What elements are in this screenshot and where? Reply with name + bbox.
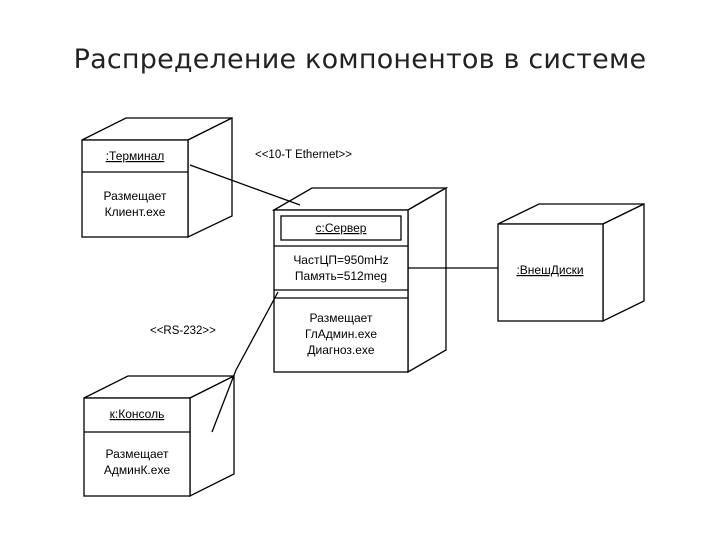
node-console[interactable] xyxy=(83,374,235,498)
ethernet-connection xyxy=(189,164,301,206)
node-external-disks[interactable] xyxy=(497,202,645,323)
ethernet-label: <<10-T Ethernet>> xyxy=(255,149,352,161)
page-title: Распределение компонентов в системе xyxy=(73,44,647,75)
node-terminal[interactable] xyxy=(81,116,233,239)
console-body-line-1: Размещает xyxy=(106,447,169,461)
rs232-label: <<RS-232>> xyxy=(150,325,216,337)
server-body-line-3: Диагноз.exe xyxy=(307,343,375,357)
node-server[interactable] xyxy=(271,186,449,374)
server-body-line-1: Размещает xyxy=(310,311,373,325)
console-name: к:Консоль xyxy=(110,407,165,421)
console-body-line-2: АдминК.exe xyxy=(104,463,171,477)
terminal-body-line-2: Клиент.exe xyxy=(105,205,166,219)
server-body-line-2: ГлАдмин.exe xyxy=(305,327,377,341)
disks-name: :ВнешДиски xyxy=(516,263,583,277)
rs232-connection xyxy=(211,291,279,433)
server-prop-cpu: ЧастЦП=950mHz xyxy=(293,253,388,267)
terminal-body-line-1: Размещает xyxy=(104,189,167,203)
terminal-name: :Терминал xyxy=(106,149,165,163)
server-name: c:Сервер xyxy=(316,221,367,235)
server-prop-memory: Память=512meg xyxy=(295,269,387,283)
